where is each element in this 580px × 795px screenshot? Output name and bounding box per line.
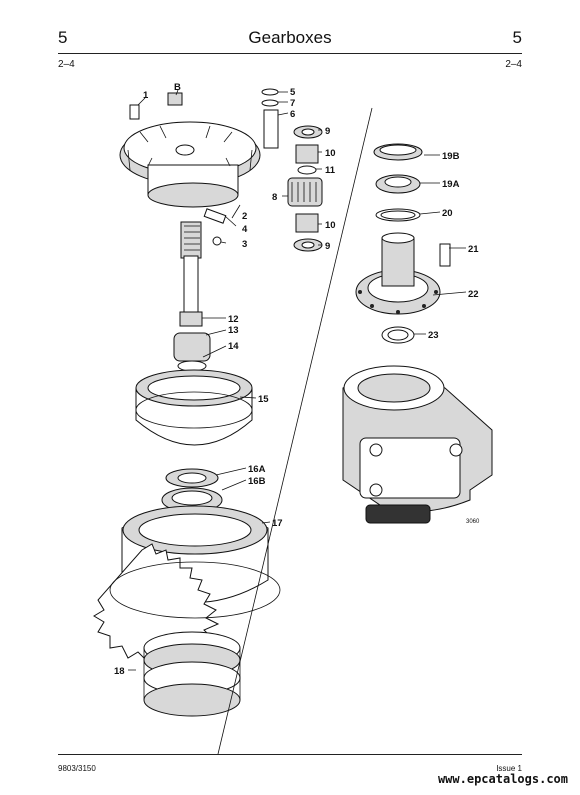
footer-rule: [58, 754, 522, 755]
callout-3: 3: [242, 239, 247, 250]
callout-17: 17: [272, 518, 283, 529]
callout-11: 11: [325, 165, 336, 176]
ring-gear-15: [135, 369, 253, 446]
o-ring-7: [261, 99, 279, 107]
header-rule: [58, 53, 522, 54]
callout-21: 21: [468, 244, 479, 255]
bolt-3: [212, 236, 222, 246]
callout-9b: 9: [325, 241, 330, 252]
callout-16a: 16A: [248, 464, 266, 475]
callout-16b: 16B: [248, 476, 266, 487]
bearing-10a: [295, 144, 319, 164]
callout-6: 6: [290, 109, 295, 120]
callout-20: 20: [442, 208, 453, 219]
spacer-11: [297, 165, 317, 175]
callout-8: 8: [272, 192, 277, 203]
lock-plate-4: [203, 208, 227, 224]
spacer-14: [177, 360, 207, 372]
callout-18: 18: [114, 666, 125, 677]
callout-12: 12: [228, 314, 239, 325]
callout-10b: 10: [325, 220, 336, 231]
callout-15: 15: [258, 394, 269, 405]
document-code: 9803/3150: [58, 764, 96, 773]
callout-5: 5: [290, 87, 296, 98]
callout-7: 7: [290, 98, 295, 109]
callout-1: 1: [143, 90, 149, 101]
callout-19a: 19A: [442, 179, 460, 190]
figure-number: 3060: [466, 519, 480, 525]
sun-gear-shaft: [179, 221, 203, 327]
bolt-1: [129, 104, 140, 120]
page-title: Gearboxes: [248, 28, 332, 47]
callout-22: 22: [468, 289, 479, 300]
planet-gear-8: [287, 177, 323, 207]
callout-b: B: [174, 82, 181, 93]
callout-4: 4: [242, 224, 248, 235]
o-ring-5: [261, 88, 279, 96]
issue-number: Issue 1: [496, 764, 522, 773]
planet-carrier-13: [173, 332, 211, 362]
assembled-gearbox-housing: [342, 365, 493, 524]
callout-9a: 9: [325, 126, 330, 137]
pin-6: [263, 109, 279, 149]
drive-flange-22: [355, 232, 441, 315]
callout-10a: 10: [325, 148, 336, 159]
plug-b: [167, 92, 183, 106]
callout-19b: 19B: [442, 151, 460, 162]
bearing-10b: [295, 213, 319, 233]
page-number-left: 2–4: [58, 59, 75, 70]
callout-23: 23: [428, 330, 439, 341]
watermark-text: www.epcatalogs.com: [437, 772, 568, 786]
callout-2: 2: [242, 211, 247, 222]
duo-cone-seal-18: [143, 631, 241, 717]
bolt-21: [439, 243, 451, 267]
callout-13: 13: [228, 325, 239, 336]
gearbox-cover: [119, 121, 261, 208]
section-number-right: 5: [512, 28, 522, 47]
section-number-left: 5: [58, 28, 68, 47]
page-number-right: 2–4: [505, 59, 522, 70]
callout-14: 14: [228, 341, 239, 352]
